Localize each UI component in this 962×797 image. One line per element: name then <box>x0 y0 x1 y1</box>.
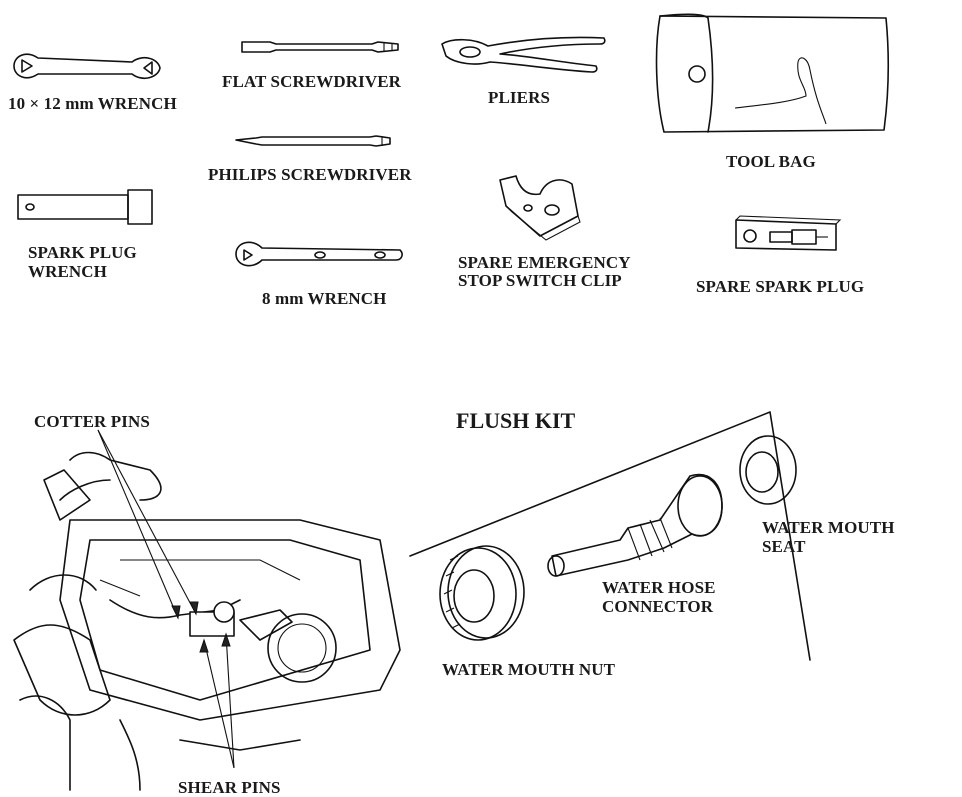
wrench-8mm-label: 8 mm WRENCH <box>262 289 387 308</box>
wrench-10x12-label: 10 × 12 mm WRENCH <box>8 94 177 113</box>
stop-clip-label-line1: SPARE EMERGENCY <box>458 253 631 272</box>
water-hose-connector-label-line1: WATER HOSE <box>602 578 716 597</box>
flat-screwdriver-illustration <box>241 41 399 53</box>
wrench-10x12-illustration <box>13 53 161 80</box>
flat-screwdriver-label: FLAT SCREWDRIVER <box>222 72 402 91</box>
stop-switch-clip-illustration <box>499 175 581 241</box>
philips-screwdriver-label: PHILIPS SCREWDRIVER <box>208 165 412 184</box>
spark-plug-wrench-illustration <box>17 189 153 225</box>
flush-kit-illustration <box>409 411 811 661</box>
spare-spark-plug-label: SPARE SPARK PLUG <box>696 277 865 296</box>
cotter-pins-label: COTTER PINS <box>34 412 150 431</box>
tool-bag-illustration <box>655 13 889 133</box>
flush-kit-title: FLUSH KIT <box>456 408 576 433</box>
water-mouth-seat-label-line2: SEAT <box>762 537 806 556</box>
shear-pins-label: SHEAR PINS <box>178 778 281 797</box>
cotter-pins-callouts <box>97 429 199 620</box>
spare-spark-plug-illustration <box>735 215 842 251</box>
shear-pins-callouts <box>199 632 235 769</box>
wrench-8mm-illustration <box>235 241 403 267</box>
water-hose-connector-label-line2: CONNECTOR <box>602 597 714 616</box>
water-mouth-nut-label: WATER MOUTH NUT <box>442 660 616 679</box>
pliers-label: PLIERS <box>488 88 551 107</box>
stop-clip-label-line2: STOP SWITCH CLIP <box>458 271 622 290</box>
spark-plug-wrench-label-line2: WRENCH <box>28 262 107 281</box>
water-mouth-seat-label-line1: WATER MOUTH <box>762 518 895 537</box>
pliers-illustration <box>441 36 606 73</box>
spark-plug-wrench-label-line1: SPARK PLUG <box>28 243 137 262</box>
engine-bay-illustration <box>13 451 401 791</box>
tool-bag-label: TOOL BAG <box>726 152 816 171</box>
philips-screwdriver-illustration <box>235 135 391 147</box>
